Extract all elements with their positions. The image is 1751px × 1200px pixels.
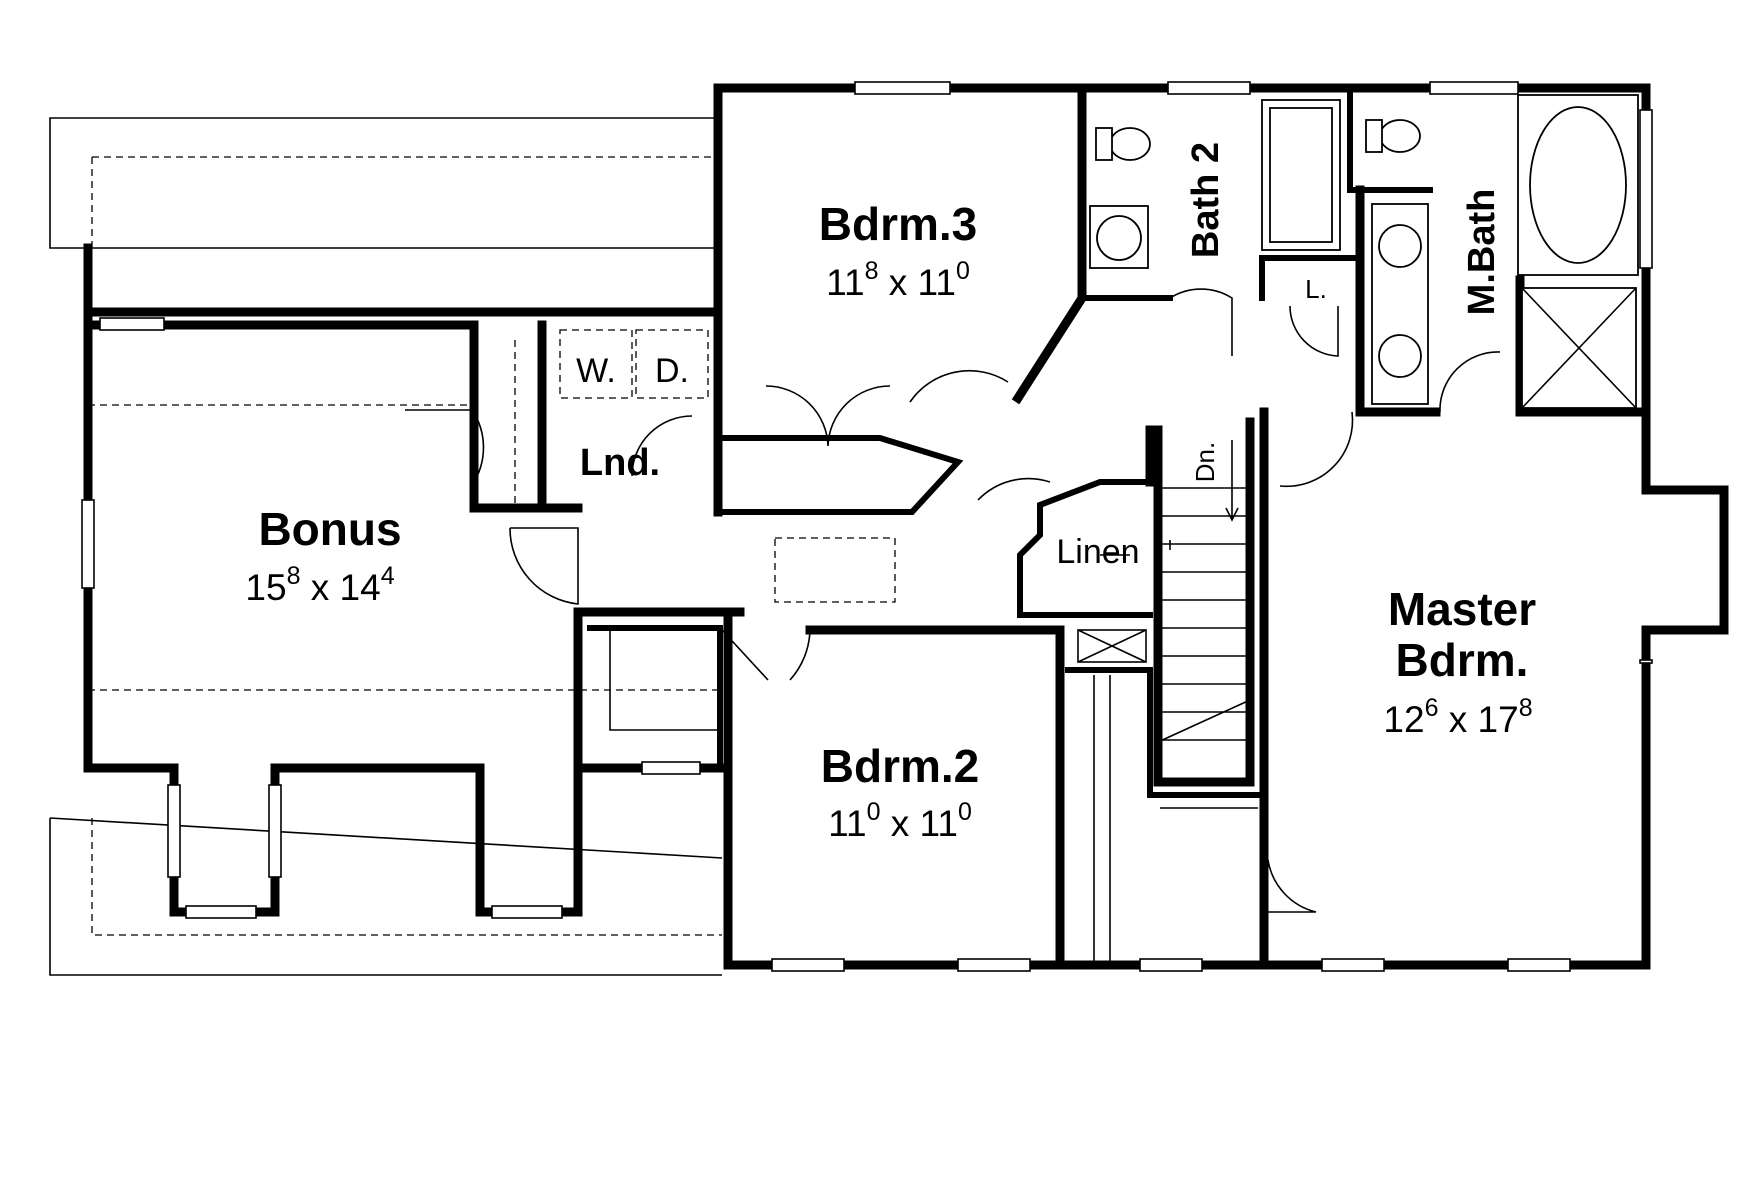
linen-closet-L <box>1259 255 1363 301</box>
bonus-wall-bay-bottom <box>83 607 583 917</box>
laundry-fixtures <box>514 329 709 508</box>
bdrm3-room-dimensions: 118 x 110 <box>826 257 970 303</box>
bonus-wall-top-edge <box>83 320 583 513</box>
roof-outline-top <box>49 117 719 249</box>
master-door <box>1279 411 1354 488</box>
dryer <box>635 329 709 399</box>
bdrm2-room-dimensions: 110 x 110 <box>828 798 972 844</box>
toilet-bath2 <box>1109 127 1151 161</box>
bdrm2-door <box>721 629 811 681</box>
hall-linen-xbox <box>1077 629 1147 663</box>
dryer-label: D. <box>655 352 689 390</box>
bonus-closet-door <box>405 409 485 486</box>
master-bath-label: M.Bath <box>1461 189 1503 316</box>
windows <box>81 81 1653 972</box>
bdrm2-room-name: Bdrm.2 <box>821 740 979 792</box>
washer-label: W. <box>576 352 616 390</box>
linen-wall <box>1017 479 1153 618</box>
mbath-fixtures <box>1365 94 1639 409</box>
bath2-fixtures <box>1089 99 1341 269</box>
stairs <box>1157 440 1251 743</box>
small-linen-label: L. <box>1305 274 1327 304</box>
bonus-room-dimensions: 158 x 144 <box>245 562 394 608</box>
master-room-name-line2: Bdrm. <box>1396 634 1529 686</box>
master-room-name-line1: Master <box>1388 583 1536 635</box>
bath2-label: Bath 2 <box>1185 142 1227 258</box>
bath-divider <box>1347 85 1433 193</box>
bath2-door <box>1169 288 1233 356</box>
bdrm3-closet-top <box>715 435 964 515</box>
master-closet-door <box>1267 859 1317 913</box>
bdrm3-closet-doors <box>765 385 891 447</box>
bonus-room-name: Bonus <box>258 503 401 555</box>
bdrm3-door <box>909 369 1009 403</box>
hall-right-wall <box>805 625 1065 970</box>
bonus-hall-door <box>509 527 579 605</box>
bdrm2-walls <box>723 607 1065 970</box>
room-label-bdrm2: Bdrm.2 110 x 110 <box>821 740 979 844</box>
bdrm3-room-name: Bdrm.3 <box>819 198 977 250</box>
linen-small-door <box>1289 305 1339 357</box>
room-label-master: Master Bdrm. 126 x 178 <box>1383 583 1536 740</box>
closet-details <box>88 404 1258 962</box>
storage-closet <box>587 625 723 771</box>
doors <box>405 288 1501 913</box>
laundry-door <box>631 415 693 477</box>
washer <box>559 329 633 399</box>
closet-wall <box>1065 667 1267 798</box>
toilet-mbath <box>1379 119 1421 153</box>
stair-arrow <box>1225 440 1239 522</box>
room-label-bdrm3: Bdrm.3 118 x 110 <box>819 198 977 303</box>
stairs-down-label: Dn. <box>1190 442 1220 482</box>
stair-walls <box>1153 417 1255 787</box>
laundry-label: Lnd. <box>580 442 660 484</box>
roof-outline-bottom <box>49 817 723 976</box>
room-label-bonus: Bonus 158 x 144 <box>245 503 401 608</box>
mbath-door <box>1439 351 1501 413</box>
linen-door <box>977 477 1051 501</box>
master-room-dimensions: 126 x 178 <box>1383 694 1532 740</box>
mbath-left-wall <box>1355 185 1441 417</box>
master-right-ext <box>1641 407 1729 970</box>
attic-hatch <box>774 537 896 603</box>
linen-label: Linen <box>1056 533 1139 571</box>
